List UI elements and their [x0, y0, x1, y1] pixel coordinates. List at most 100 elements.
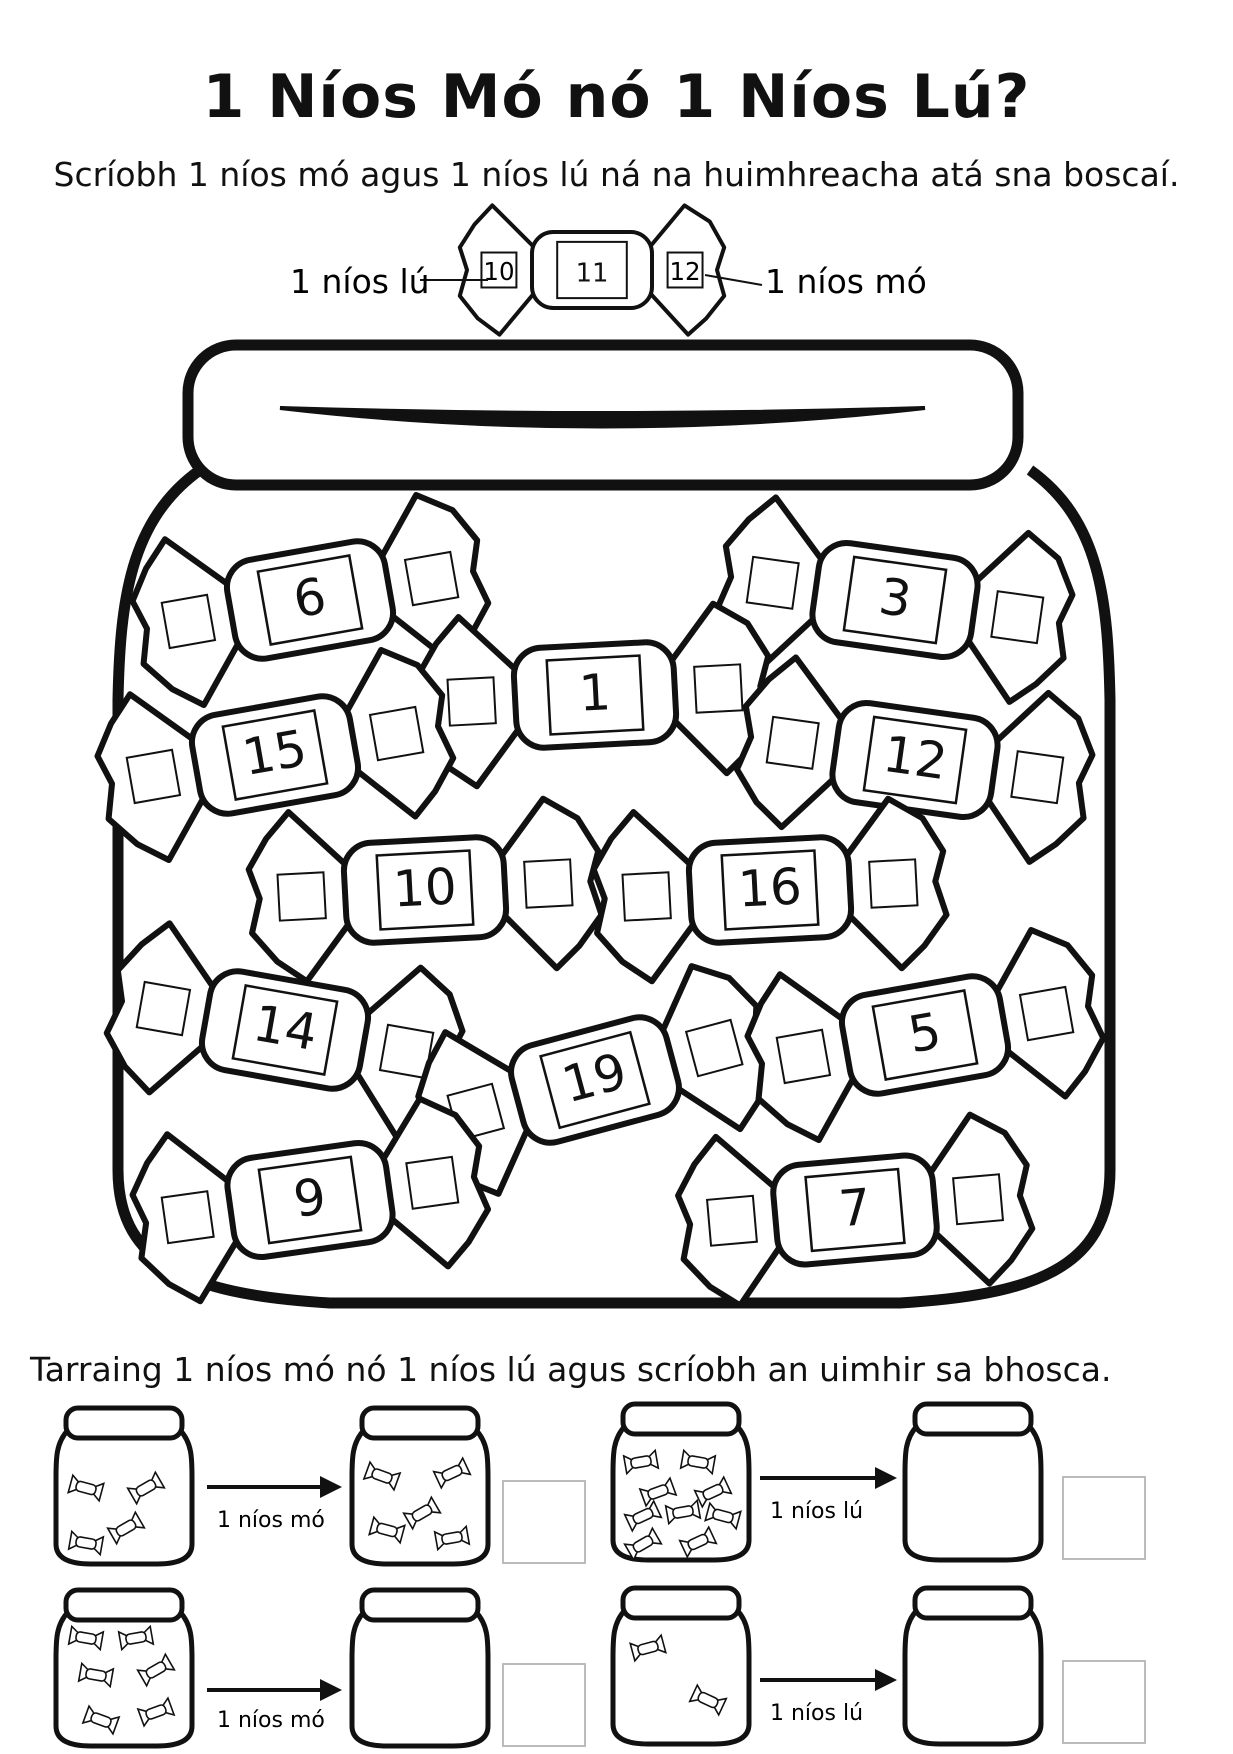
less-answer-box[interactable]: [135, 980, 192, 1037]
mini-sweet: [106, 1510, 146, 1546]
jar-sweet-14: 14: [103, 920, 466, 1139]
more-answer-box[interactable]: [952, 1173, 1005, 1226]
mini-sweet: [77, 1661, 115, 1689]
candy-number-box: [871, 989, 979, 1081]
mini-sweet: [623, 1499, 663, 1533]
mini-sweet: [402, 1495, 442, 1531]
mini-sweet: [67, 1473, 105, 1503]
candy-number-box: [539, 1030, 651, 1130]
jar-row1-b: [349, 1405, 491, 1567]
mini-sweet: [433, 1524, 471, 1552]
jar-row2-a: [53, 1587, 195, 1749]
candy-number-box: [221, 709, 329, 801]
arrow-1-label: 1 níos mó: [217, 1508, 325, 1533]
page-title: 1 Níos Mó nó 1 Níos Lú?: [202, 62, 1031, 132]
mini-sweet: [81, 1704, 121, 1736]
less-answer-box[interactable]: [160, 593, 217, 650]
arrow-1-head: [320, 1476, 342, 1498]
more-answer-box[interactable]: [684, 1018, 744, 1078]
jar-sweet-15: 15: [94, 646, 457, 864]
arrow-4-label: 1 níos lú: [770, 1701, 863, 1726]
mini-sweet: [117, 1624, 155, 1652]
mini-sweet: [688, 1683, 728, 1717]
jar-sweet-1: 1: [415, 600, 775, 790]
less-answer-box[interactable]: [160, 1190, 215, 1245]
more-answer-box[interactable]: [378, 1023, 435, 1080]
more-answer-box[interactable]: [1018, 985, 1075, 1042]
mini-sweet: [622, 1448, 660, 1476]
candy-number: 12: [880, 725, 951, 791]
mini-sweet: [67, 1624, 105, 1652]
less-answer-box[interactable]: [775, 1028, 832, 1085]
example-less-label: 1 níos lú: [290, 262, 430, 301]
mini-sweet: [362, 1460, 402, 1492]
small-jar-body: [902, 1608, 1044, 1747]
jar-row2-c: [610, 1585, 752, 1747]
arrow-2-head: [875, 1467, 897, 1489]
answer-box-2[interactable]: [1062, 1476, 1146, 1560]
candy-number-box: [545, 654, 645, 736]
small-jars: 1 níos mó 1 níos lú 1 níos mó 1 níos lú: [53, 1401, 1044, 1749]
candy-number: 14: [249, 994, 322, 1062]
arrow-2-label: 1 níos lú: [770, 1499, 863, 1524]
small-jar-lid: [912, 1585, 1034, 1621]
less-answer-box[interactable]: [446, 676, 497, 727]
mini-sweet: [432, 1456, 472, 1490]
candy-number: 7: [836, 1178, 873, 1239]
drawing-instruction: Tarraing 1 níos mó nó 1 níos lú agus scr…: [30, 1350, 1112, 1389]
candy-number: 16: [737, 857, 804, 918]
mini-sweet: [623, 1526, 663, 1562]
small-jar-lid: [912, 1401, 1034, 1437]
candy-number: 15: [238, 719, 311, 787]
jar-sweet-16: 16: [590, 795, 950, 985]
candy-number-box: [804, 1167, 906, 1253]
mini-sweet: [693, 1475, 733, 1509]
candy-number-box: [375, 849, 475, 931]
small-jar-body: [610, 1608, 752, 1747]
candy-number: 11: [576, 258, 609, 288]
candy-number-box: [556, 240, 628, 300]
jar-row1-d: [902, 1401, 1044, 1563]
less-answer-box[interactable]: [480, 251, 518, 289]
more-answer-box[interactable]: [1010, 750, 1065, 805]
mini-sweet: [136, 1652, 176, 1688]
candy-number-box: [257, 1155, 363, 1245]
arrow-3-label: 1 níos mó: [217, 1708, 325, 1733]
example-more-label: 1 níos mó: [765, 262, 927, 301]
candy-number-box: [720, 849, 820, 931]
more-answer-box[interactable]: [693, 663, 744, 714]
less-answer-box[interactable]: [621, 871, 672, 922]
small-jar-body: [53, 1428, 195, 1567]
page-subtitle: Scríobh 1 níos mó agus 1 níos lú ná na h…: [53, 155, 1180, 194]
less-answer-box[interactable]: [125, 748, 182, 805]
small-jar-lid: [359, 1405, 481, 1441]
more-answer-box[interactable]: [868, 858, 919, 909]
small-jar-lid: [63, 1587, 185, 1623]
jar-sweet-7: 7: [675, 1111, 1036, 1309]
small-jar-lid: [63, 1405, 185, 1441]
more-answer-box[interactable]: [368, 705, 425, 762]
jar-row2-b: [349, 1587, 491, 1749]
big-jar: [112, 339, 1116, 1309]
answer-box-3[interactable]: [502, 1663, 586, 1747]
more-answer-box[interactable]: [523, 858, 574, 909]
less-answer-box[interactable]: [765, 715, 820, 770]
more-answer-box[interactable]: [666, 251, 704, 289]
less-answer-box[interactable]: [705, 1194, 758, 1247]
less-answer-box[interactable]: [745, 555, 800, 610]
jar-row2-d: [902, 1585, 1044, 1747]
more-answer-box[interactable]: [403, 550, 460, 607]
less-answer-box[interactable]: [276, 871, 327, 922]
jar-sweet-5: 5: [744, 926, 1107, 1144]
more-answer-box[interactable]: [990, 590, 1045, 645]
jar-sweet-19: 19: [415, 963, 776, 1197]
answer-box-4[interactable]: [1062, 1660, 1146, 1744]
answer-box-1[interactable]: [502, 1480, 586, 1564]
more-answer-box[interactable]: [405, 1155, 460, 1210]
mini-sweet: [136, 1696, 176, 1728]
example-less-value: 10: [483, 257, 514, 286]
